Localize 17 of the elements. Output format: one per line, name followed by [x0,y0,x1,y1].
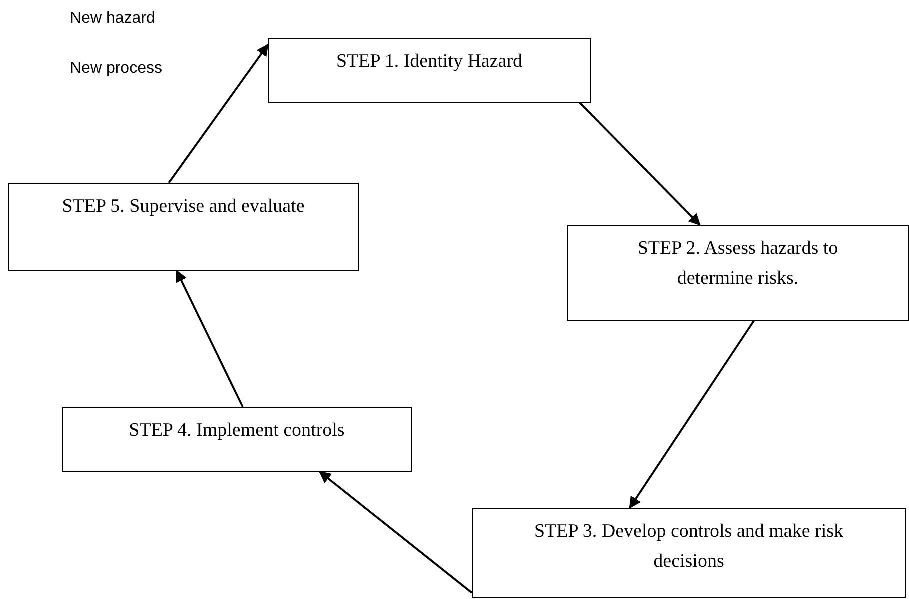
arrow [579,102,701,226]
step-text: STEP 2. Assess hazards to determine risks. [638,238,838,289]
step-text: STEP 4. Implement controls [129,420,345,441]
arrow [168,44,269,184]
step-box [567,225,909,321]
note-text: New hazard [70,10,156,28]
step-box [268,38,591,103]
arrow [176,270,244,408]
note-text: New process [70,60,162,78]
arrow [319,471,473,594]
step-text: STEP 5. Supervise and evaluate [62,196,305,217]
step-box [8,183,359,271]
step-text: STEP 1. Identity Hazard [336,51,523,72]
step-box [62,407,412,472]
step-box [472,508,906,598]
step-text: STEP 3. Develop controls and make risk decisions [534,521,844,572]
arrow [629,320,755,509]
